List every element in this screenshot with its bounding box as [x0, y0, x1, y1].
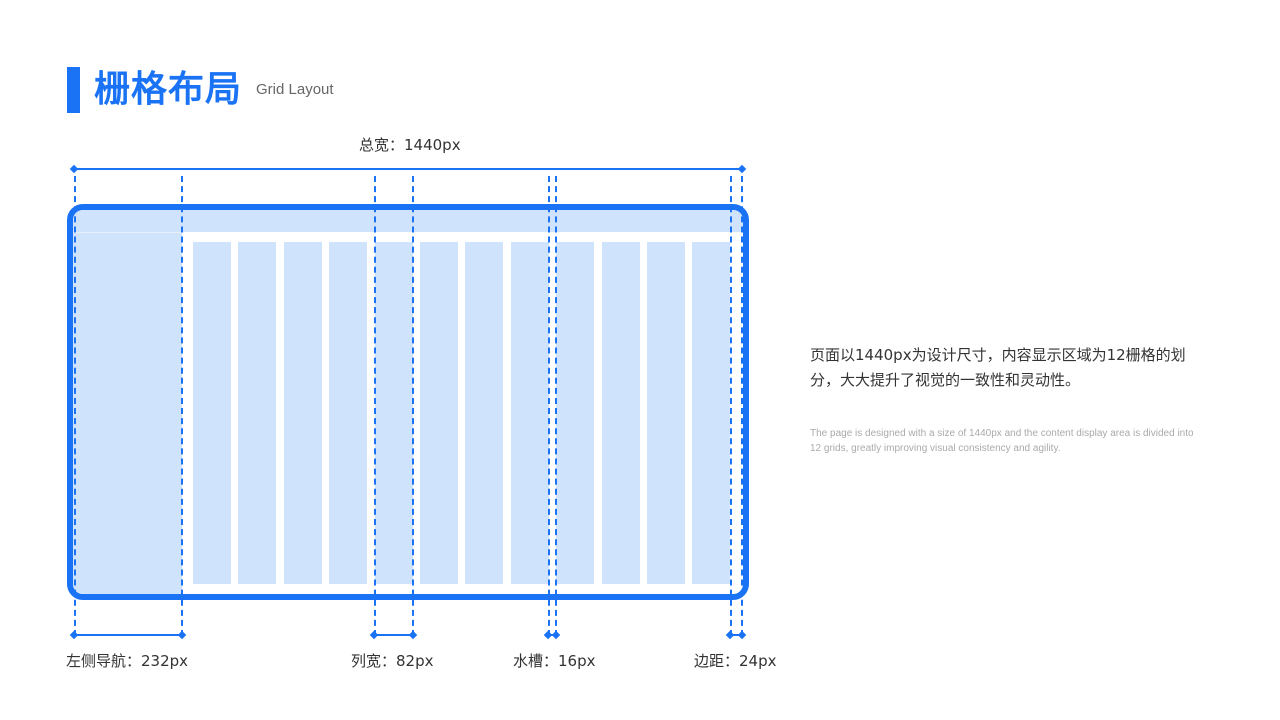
page-subtitle: Grid Layout: [256, 81, 334, 98]
grid-column: [284, 242, 322, 584]
dimension-endpoint-icon: [737, 164, 747, 174]
grid-column: [238, 242, 276, 584]
column-width-dimension: [374, 634, 413, 636]
column-width-label: 列宽：82px: [351, 652, 434, 670]
guide-line: [74, 176, 76, 636]
grid-column: [511, 242, 549, 584]
grid-column: [647, 242, 685, 584]
total-width-line: [74, 168, 742, 170]
dimension-endpoint-icon: [69, 164, 79, 174]
guide-line: [548, 176, 550, 636]
dimension-endpoint-icon: [737, 630, 747, 640]
grid-column: [420, 242, 458, 584]
description-en: The page is designed with a size of 1440…: [810, 428, 1194, 454]
gutter-label: 水槽：16px: [513, 652, 596, 670]
page-title: 栅格布局: [94, 69, 243, 110]
header-band: [73, 210, 743, 232]
guide-line: [412, 176, 414, 636]
left-nav-dimension: [74, 634, 182, 636]
dimension-endpoint-icon: [69, 630, 79, 640]
title-accent-bar: [67, 67, 80, 113]
guide-line: [374, 176, 376, 636]
total-width-label: 总宽：1440px: [359, 136, 461, 154]
dimension-endpoint-icon: [177, 630, 187, 640]
guide-line: [741, 176, 743, 636]
guide-line: [730, 176, 732, 636]
guide-line: [181, 176, 183, 636]
grid-column: [375, 242, 413, 584]
dimension-endpoint-icon: [551, 630, 561, 640]
dimension-endpoint-icon: [408, 630, 418, 640]
description-cn: 页面以1440px为设计尺寸，内容显示区域为12栅格的划分，大大提升了视觉的一致…: [810, 346, 1186, 389]
left-nav-label: 左侧导航：232px: [66, 652, 189, 670]
dimension-endpoint-icon: [725, 630, 735, 640]
margin-label: 边距：24px: [694, 652, 777, 670]
grid-column: [329, 242, 367, 584]
browser-frame: [67, 204, 749, 600]
grid-column: [692, 242, 730, 584]
left-nav-area: [73, 232, 182, 594]
dimension-endpoint-icon: [369, 630, 379, 640]
guide-line: [555, 176, 557, 636]
grid-column: [602, 242, 640, 584]
margin-dimension: [730, 634, 742, 636]
grid-column: [556, 242, 594, 584]
grid-column: [465, 242, 503, 584]
grid-column: [193, 242, 231, 584]
